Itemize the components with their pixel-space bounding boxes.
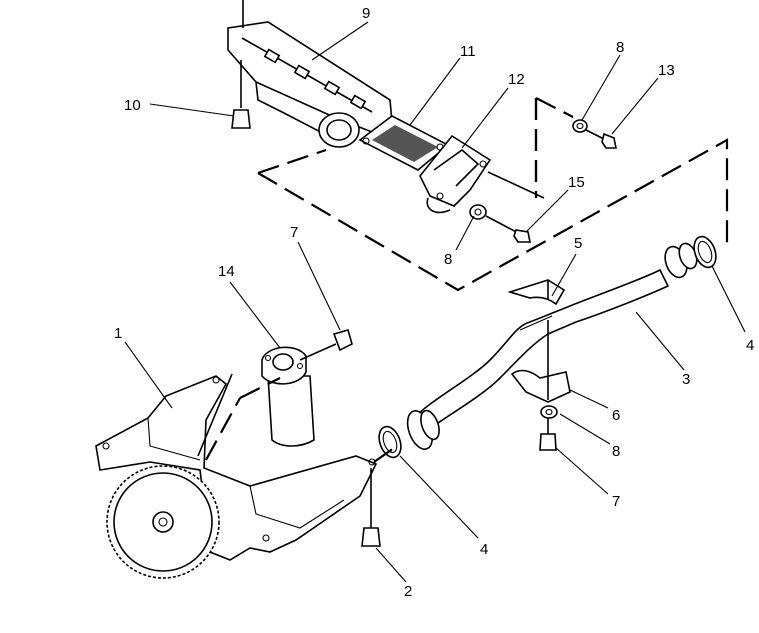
callout-9: 9 xyxy=(362,5,370,22)
callout-4-right: 4 xyxy=(746,337,754,354)
callout-8-top: 8 xyxy=(616,39,624,56)
callout-12: 12 xyxy=(508,71,525,88)
flange-part-14 xyxy=(261,346,315,447)
washer-part-8-upper xyxy=(572,119,588,133)
washer-part-8-middle xyxy=(469,204,487,220)
callout-8-lower: 8 xyxy=(612,443,620,460)
callout-5: 5 xyxy=(574,235,582,252)
bolt-part-2 xyxy=(361,468,381,547)
callout-3: 3 xyxy=(682,371,690,388)
clamp-upper-part-5 xyxy=(507,279,566,306)
seal-ring-part-4-right xyxy=(693,235,717,269)
callout-2: 2 xyxy=(404,583,412,600)
manifold-housing-part-9 xyxy=(227,0,393,148)
bolt-part-7-upper xyxy=(299,329,353,361)
callout-8-middle: 8 xyxy=(444,251,452,268)
callout-4-left: 4 xyxy=(480,541,488,558)
washer-part-8-lower xyxy=(540,405,558,419)
bolt-part-13 xyxy=(585,129,617,149)
callout-15: 15 xyxy=(568,174,585,191)
callout-7-lower: 7 xyxy=(612,493,620,510)
suction-tube-part-3 xyxy=(406,242,698,450)
bolt-part-15 xyxy=(485,215,531,243)
callout-11: 11 xyxy=(460,43,476,60)
callout-1: 1 xyxy=(114,325,122,342)
callout-10: 10 xyxy=(124,97,141,114)
bolt-part-10 xyxy=(231,60,251,129)
callout-7-top: 7 xyxy=(290,224,298,241)
oil-pump-part-1 xyxy=(95,373,378,579)
callout-6: 6 xyxy=(612,407,620,424)
callout-13: 13 xyxy=(658,62,675,79)
leader-lines xyxy=(124,21,746,583)
seal-ring-part-4-left xyxy=(378,425,402,459)
elbow-housing-part-12 xyxy=(419,134,545,214)
bolt-part-7-lower xyxy=(539,418,557,451)
callout-labels: 9 11 12 8 13 10 15 8 5 7 14 1 4 3 6 8 7 … xyxy=(114,5,754,600)
callout-14: 14 xyxy=(218,263,235,280)
connection-dashes xyxy=(205,98,538,463)
clamp-lower-part-6 xyxy=(510,369,571,403)
